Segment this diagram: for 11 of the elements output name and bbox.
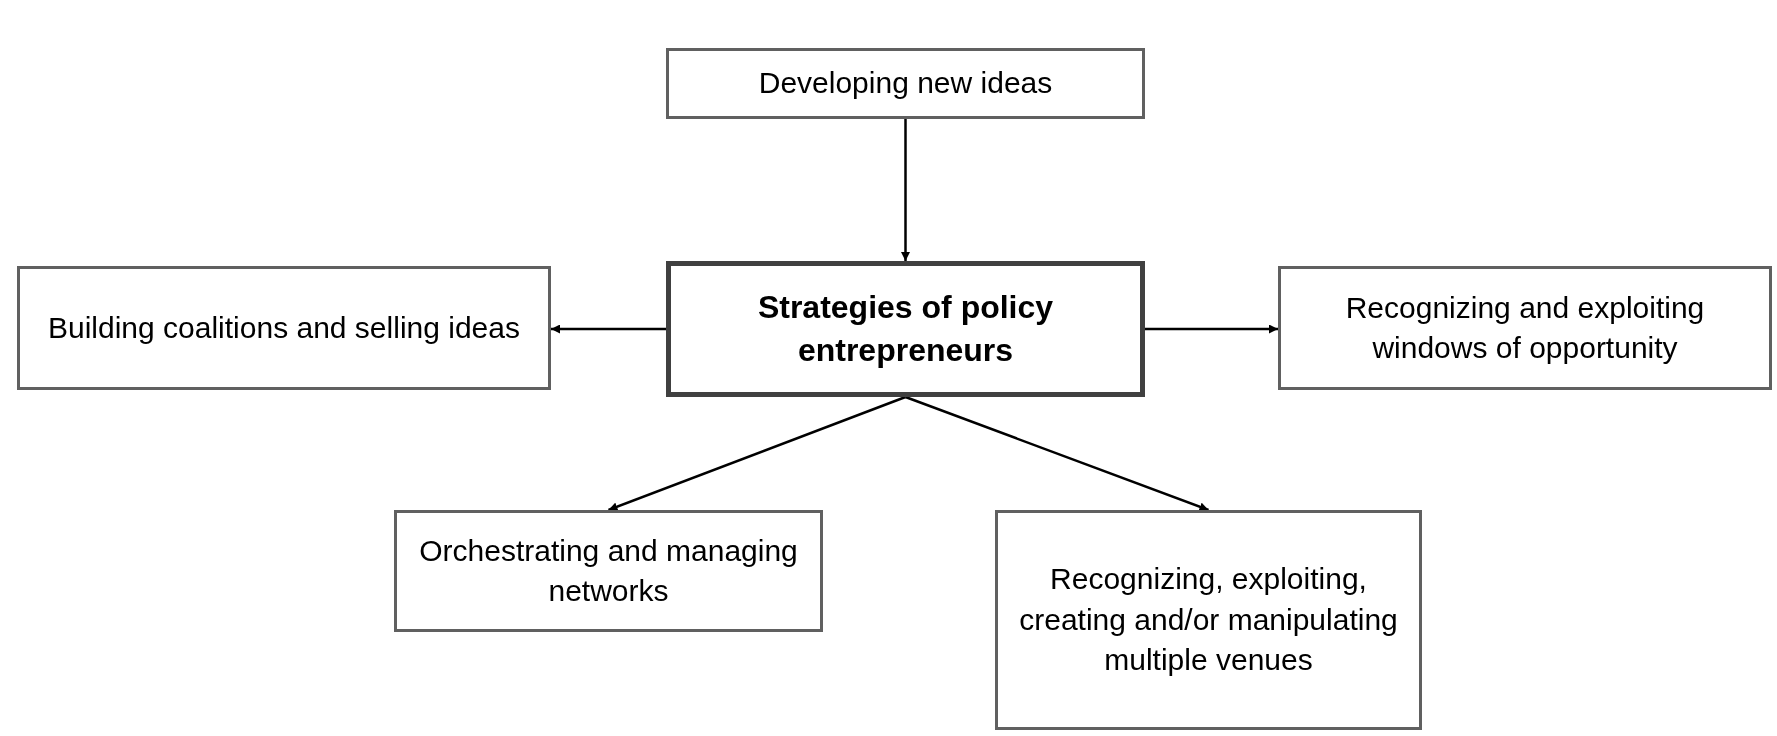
- central-box: Strategies of policy entrepreneurs: [666, 261, 1145, 397]
- arrow: [905, 395, 1209, 512]
- strategy-box: Recognizing, exploiting, creating and/or manipulating multiple venues: [995, 510, 1422, 730]
- strategy-box: Recognizing and exploiting windows of opportunity: [1278, 266, 1772, 390]
- arrow: [608, 395, 906, 512]
- strategy-box: Developing new ideas: [666, 48, 1145, 119]
- arrow: [1145, 324, 1278, 334]
- strategy-box: Building coalitions and selling ideas: [17, 266, 551, 390]
- arrow: [551, 324, 666, 334]
- arrow: [901, 119, 910, 261]
- strategy-box: Orchestrating and managing networks: [394, 510, 823, 632]
